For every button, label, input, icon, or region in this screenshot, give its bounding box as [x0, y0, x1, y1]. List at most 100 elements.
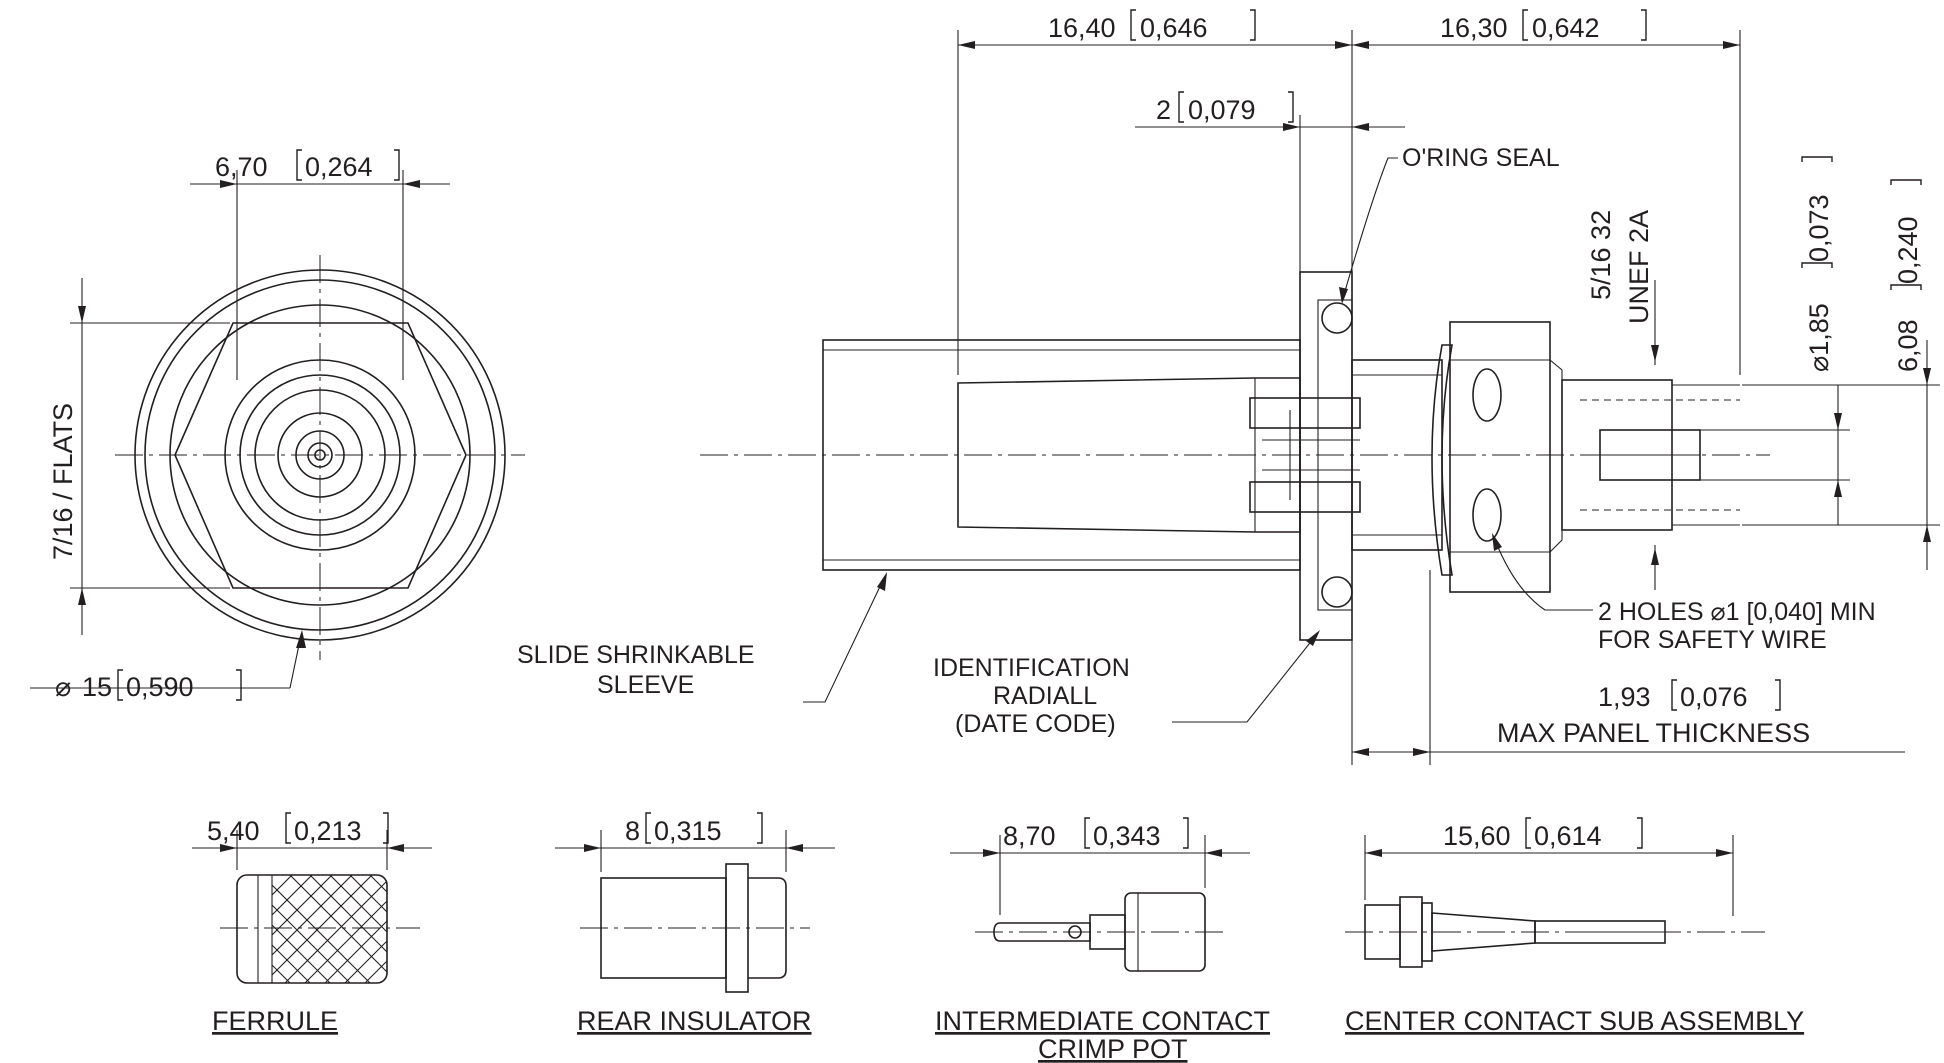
- dim-left-value: 16,40: [1048, 13, 1116, 43]
- pin-dim-value: ⌀1,85: [1804, 303, 1834, 372]
- outer-flange-circle: [134, 269, 506, 641]
- dim-right-arrow-a: [1352, 41, 1369, 49]
- oring-leader: [1342, 157, 1398, 299]
- insulator-body: [600, 877, 727, 979]
- center-caption: CENTER CONTACT SUB ASSEMBLY: [1345, 1006, 1804, 1036]
- crimp-bracket-close: [1183, 817, 1189, 849]
- insulator-collar: [725, 863, 749, 993]
- thread-arrow-bottom: [1651, 548, 1659, 565]
- contact-pin: [314, 449, 326, 461]
- diameter-bracket-close: [236, 669, 242, 701]
- holes-arrow: [1492, 533, 1502, 551]
- sleeve-label-line1: SLIDE SHRINKABLE: [517, 641, 755, 669]
- body-bracket-close: [1890, 179, 1922, 185]
- flange-bracket-close: [1288, 91, 1294, 123]
- crimp-arrow-b: [1205, 849, 1222, 857]
- diameter-arrow: [296, 630, 306, 648]
- dim-right-inch: 0,642: [1532, 13, 1600, 43]
- sleeve-arrow: [877, 572, 887, 591]
- body-arrow-top: [1923, 368, 1931, 385]
- body-dim-value: 6,08: [1893, 319, 1923, 372]
- crimp-barrel: [1124, 892, 1206, 972]
- width-bracket-close: [394, 149, 400, 181]
- width-arrow-left: [220, 180, 237, 188]
- insulator-nose: [748, 877, 787, 979]
- insulator-dim-value: 8: [625, 816, 640, 846]
- oring-seal-label: O'RING SEAL: [1402, 144, 1560, 172]
- crimp-tab-upper: [1249, 397, 1361, 429]
- holes-label-line2: FOR SAFETY WIRE: [1598, 626, 1827, 654]
- diameter-bracket-open: [117, 669, 123, 701]
- ferrule-caption: FERRULE: [212, 1006, 338, 1036]
- width-arrow-right: [403, 180, 420, 188]
- ferrule-arrow-a: [220, 844, 237, 852]
- crimp-pot-part: 8,70 0,343 INTERMEDIATE CONTACT CRIMP PO…: [935, 817, 1270, 1063]
- ferrule-part: 5,40 0,213 FERRULE: [192, 812, 432, 1036]
- insulator-bracket-close: [757, 812, 763, 844]
- flange-arrow-b: [1352, 123, 1369, 131]
- pin-bracket-close: [1801, 156, 1833, 162]
- oring-arrow: [1339, 287, 1348, 304]
- crimp-dim-inch: 0,343: [1093, 821, 1161, 851]
- panel-bracket-close: [1775, 679, 1781, 711]
- body-bracket-open: [1890, 284, 1922, 290]
- dim-left-arrow-b: [1335, 41, 1352, 49]
- oring-top: [1321, 302, 1353, 334]
- ferrule-bracket-close: [383, 812, 389, 844]
- crimp-dim-value: 8,70: [1003, 821, 1056, 851]
- flange-inner-circle: [144, 279, 496, 631]
- dim-right-bracket-open: [1522, 9, 1528, 41]
- body-circle-2: [239, 374, 401, 536]
- insulator-bracket-open: [645, 812, 651, 844]
- center-arrow-b: [1716, 849, 1733, 857]
- insulator-dim-inch: 0,315: [654, 816, 722, 846]
- body-arrow-bottom: [1923, 525, 1931, 542]
- dim-right-arrow-b: [1723, 41, 1740, 49]
- center-bracket-open: [1525, 817, 1531, 849]
- hex-nut-chamfer: [1549, 359, 1563, 553]
- insulator-arrow-b: [786, 844, 803, 852]
- diameter-inch: 0,590: [126, 672, 194, 702]
- body-circle-3: [254, 389, 386, 521]
- panel-arrow-a: [1352, 748, 1369, 756]
- panel-arrow-b: [1413, 748, 1430, 756]
- ferrule-dim-inch: 0,213: [294, 816, 362, 846]
- ferrule-bracket-open: [285, 812, 291, 844]
- crimp-caption-line1: INTERMEDIATE CONTACT: [935, 1006, 1270, 1036]
- dim-right-value: 16,30: [1440, 13, 1508, 43]
- ident-label-line2: RADIALL: [993, 682, 1097, 710]
- dim-left-arrow-a: [958, 41, 975, 49]
- crimp-pin: [993, 922, 1091, 942]
- hex-nut-side: [1449, 321, 1551, 593]
- ident-label-line3: (DATE CODE): [955, 710, 1116, 738]
- pin-arrow-top: [1834, 413, 1842, 430]
- flats-arrow-bottom: [78, 588, 86, 605]
- rear-insulator-part: 8 0,315 REAR INSULATOR: [555, 812, 835, 1036]
- center-dim-inch: 0,614: [1534, 821, 1602, 851]
- panel-bracket-open: [1671, 679, 1677, 711]
- center-dim-value: 15,60: [1443, 821, 1511, 851]
- sleeve-label-line2: SLEEVE: [597, 671, 694, 699]
- flats-dim-label: 7/16 / FLATS: [48, 403, 78, 560]
- pin-dim-inch: 0,073: [1804, 194, 1834, 262]
- width-dim-value: 6,70: [215, 152, 268, 182]
- hex-nut-outline: [174, 322, 467, 589]
- ident-arrow: [1306, 630, 1320, 646]
- panel-dim-inch: 0,076: [1680, 682, 1748, 712]
- crimp-arrow-a: [983, 849, 1000, 857]
- dim-left-inch: 0,646: [1140, 13, 1208, 43]
- insulator-caption: REAR INSULATOR: [577, 1006, 812, 1036]
- holes-leader: [1494, 539, 1593, 611]
- dim-left-bracket-open: [1130, 9, 1136, 41]
- flange-dim-inch: 0,079: [1188, 95, 1256, 125]
- width-bracket-open: [296, 149, 302, 181]
- sleeve-leader: [803, 575, 886, 703]
- flange-dim-value: 2: [1156, 95, 1171, 125]
- flats-arrow-top: [78, 306, 86, 323]
- width-dim-inch: 0,264: [305, 152, 373, 182]
- dim-left-bracket-close: [1250, 9, 1256, 41]
- thread-spec-line1: 5/16 32: [1586, 210, 1616, 300]
- safety-wire-hole-top: [1472, 368, 1502, 422]
- panel-dim-value: 1,93: [1598, 682, 1651, 712]
